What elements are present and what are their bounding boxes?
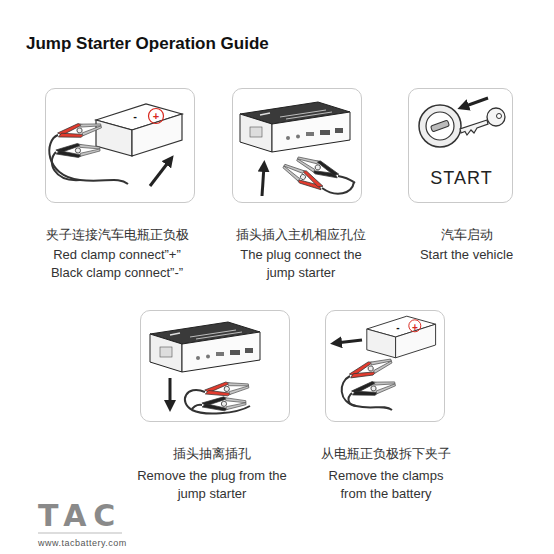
caption-english: Red clamp connect”+” Black clamp connect… [37, 246, 197, 282]
caption-chinese: 从电瓶正负极拆下夹子 [301, 445, 471, 463]
terminal-sign: - [129, 110, 141, 122]
logo: TAC [38, 500, 122, 532]
step-panel: 夹子连接汽车电瓶正负极Red clamp connect”+” Black cl… [45, 88, 195, 203]
step-panel: 从电瓶正负极拆下夹子Remove the clamps from the bat… [325, 310, 445, 422]
website: www.tacbattery.com [38, 538, 127, 548]
step-panel: 插头抽离插孔Remove the plug from the jump star… [140, 310, 290, 422]
step-panel: START汽车启动Start the vehicle [408, 88, 513, 203]
title: Jump Starter Operation Guide [26, 34, 269, 54]
caption-english: Start the vehicle [402, 246, 532, 264]
caption-chinese: 插头抽离插孔 [137, 445, 287, 463]
terminal-sign: + [409, 322, 421, 333]
caption-english: The plug connect the jump starter [226, 246, 376, 282]
caption-english: Remove the clamps from the battery [316, 467, 456, 503]
caption-english: Remove the plug from the jump starter [132, 467, 292, 503]
caption-chinese: 插头插入主机相应孔位 [216, 226, 386, 244]
terminal-sign: + [150, 110, 162, 122]
start-label: START [412, 167, 512, 189]
step-panel: 插头插入主机相应孔位The plug connect the jump star… [232, 88, 362, 203]
caption-chinese: 夹子连接汽车电瓶正负极 [22, 226, 212, 244]
caption-chinese: 汽车启动 [407, 226, 527, 244]
terminal-sign: - [392, 322, 404, 333]
